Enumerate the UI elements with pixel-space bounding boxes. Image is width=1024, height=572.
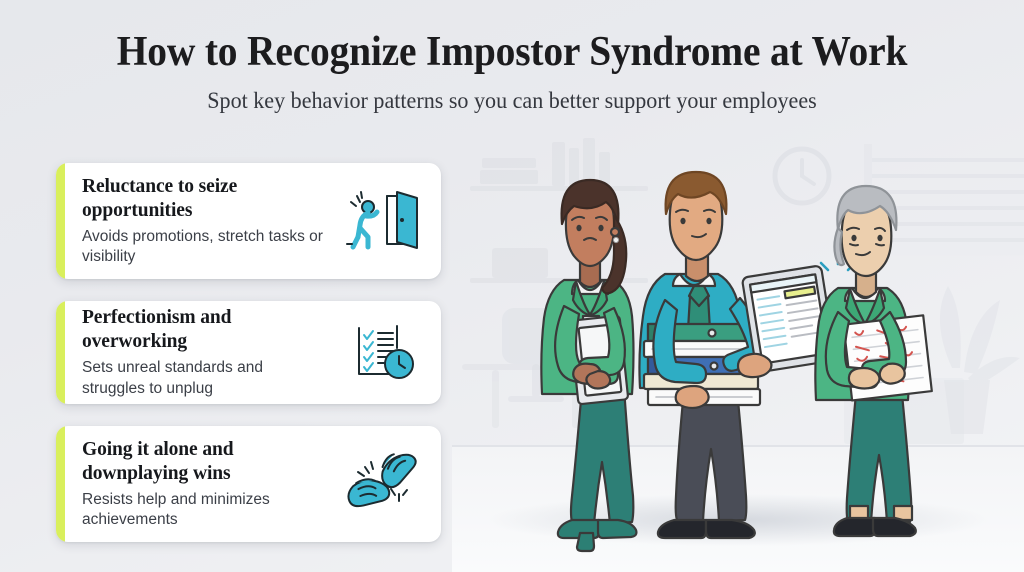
- illustration-area: [452, 128, 1024, 572]
- tablet: [741, 265, 837, 373]
- page-title: How to Recognize Impostor Syndrome at Wo…: [116, 29, 908, 75]
- senior-woman-holding-marked-document: [814, 184, 933, 538]
- card-accent-bar: [56, 426, 65, 542]
- checklist-clock-icon: [333, 316, 441, 390]
- card-description: Resists help and minimizes achievements: [82, 490, 270, 529]
- card-accent-bar: [56, 301, 65, 404]
- card-title: Perfectionism and overworking: [82, 307, 232, 352]
- card-accent-bar: [56, 163, 65, 279]
- person-leaving-door-icon: [333, 184, 441, 258]
- behavior-card[interactable]: Perfectionism and overworking Sets unrea…: [56, 301, 441, 404]
- card-title: Reluctance to seize opportunities: [82, 175, 238, 221]
- card-title: Going it alone and downplaying wins: [82, 438, 234, 484]
- potted-plant-silhouette: [939, 286, 1020, 434]
- woman-holding-laptop: [540, 178, 638, 553]
- page-subtitle: Spot key behavior patterns so you can be…: [207, 88, 817, 113]
- behavior-card[interactable]: Going it alone and downplaying wins Resi…: [56, 426, 441, 542]
- card-description: Avoids promotions, stretch tasks or visi…: [82, 227, 323, 266]
- card-description: Sets unreal standards and struggles to u…: [82, 359, 263, 397]
- man-carrying-binders-and-tablet: [638, 170, 857, 540]
- card-text-block: Reluctance to seize opportunities Avoids…: [56, 163, 333, 279]
- header: How to Recognize Impostor Syndrome at Wo…: [0, 28, 1024, 116]
- wall-clock-silhouette: [772, 146, 832, 206]
- card-text-block: Perfectionism and overworking Sets unrea…: [56, 301, 333, 404]
- behavior-card[interactable]: Reluctance to seize opportunities Avoids…: [56, 163, 441, 279]
- card-text-block: Going it alone and downplaying wins Resi…: [56, 426, 333, 542]
- clapping-hands-icon: [333, 447, 441, 521]
- behavior-card-list: Reluctance to seize opportunities Avoids…: [56, 163, 441, 564]
